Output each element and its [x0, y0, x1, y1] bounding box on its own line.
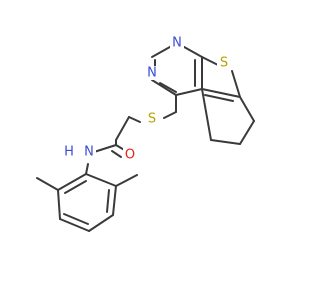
atom-label-o: O	[125, 148, 135, 163]
bond	[85, 173, 117, 187]
molecule-diagram: N N S S O N H	[36, 36, 255, 232]
bond	[128, 116, 141, 123]
atom-n-left: N	[145, 66, 159, 81]
bond	[175, 88, 203, 96]
atom-h-amide: H	[62, 145, 76, 160]
atom-n-amide: N	[82, 145, 96, 160]
bond	[159, 82, 177, 93]
bond	[112, 185, 117, 216]
atom-label-n: N	[84, 145, 94, 160]
atom-label-s: S	[220, 56, 228, 71]
atom-s-link: S	[145, 112, 159, 127]
bond	[63, 213, 89, 225]
bond	[204, 94, 234, 102]
bond	[93, 144, 117, 153]
atom-label-h: H	[64, 145, 74, 160]
bond	[57, 173, 87, 191]
bond	[201, 88, 212, 141]
bond	[111, 150, 122, 158]
bond	[201, 88, 241, 98]
bond	[210, 139, 241, 145]
bond	[59, 218, 90, 232]
bond	[106, 189, 110, 213]
bond-lines	[36, 42, 255, 232]
bond	[201, 56, 219, 66]
bond	[85, 163, 89, 175]
atom-s-ring: S	[217, 56, 231, 71]
atom-o-carbonyl: O	[123, 148, 137, 163]
bond	[88, 214, 114, 232]
bond	[151, 79, 177, 96]
structure-canvas: N N S S O N H	[36, 35, 255, 232]
bond	[163, 111, 177, 119]
bond	[115, 116, 130, 141]
atom-n-top: N	[170, 36, 184, 51]
bond	[239, 120, 255, 145]
bond	[64, 180, 87, 194]
bond	[57, 189, 61, 220]
bond	[231, 70, 241, 98]
bond	[239, 96, 255, 122]
bond	[36, 177, 59, 191]
atom-label-s: S	[148, 112, 156, 127]
atom-labels: N N S S O N H	[62, 36, 231, 163]
bond	[115, 174, 138, 187]
atom-label-n: N	[147, 66, 157, 81]
atom-label-n: N	[172, 36, 182, 51]
